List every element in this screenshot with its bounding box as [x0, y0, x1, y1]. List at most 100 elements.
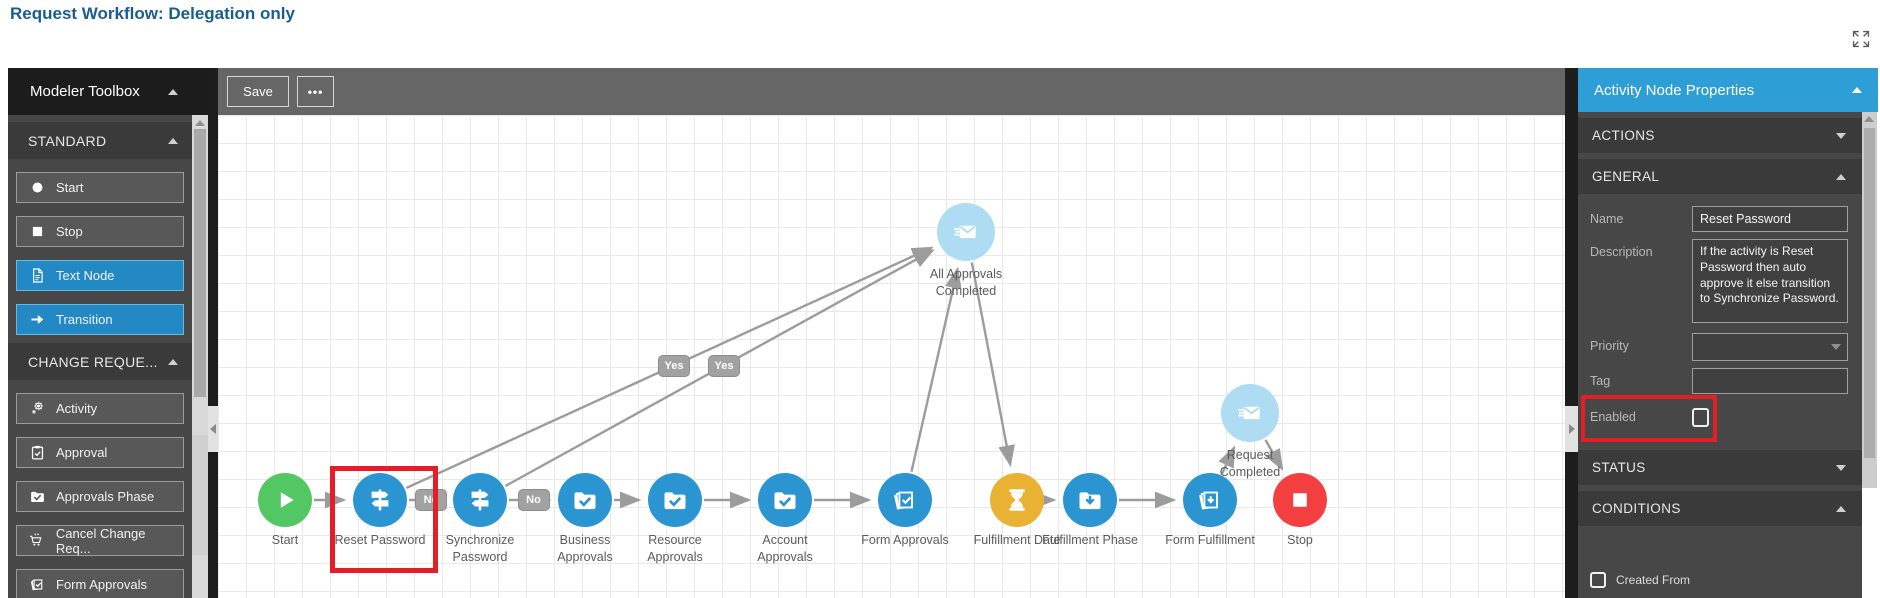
section-status[interactable]: STATUS	[1578, 450, 1862, 485]
activity-node-properties-header[interactable]: Activity Node Properties	[1578, 68, 1878, 112]
priority-label: Priority	[1590, 339, 1629, 353]
node-label-all-approvals-completed: All Approvals Completed	[929, 267, 1003, 298]
node-label-account-approvals: Account Approvals	[757, 533, 813, 564]
edge-label-badge[interactable]: No	[517, 489, 550, 511]
panel-title: Activity Node Properties	[1594, 81, 1755, 99]
expand-icon[interactable]	[1852, 30, 1870, 48]
node-fulfillment-phase[interactable]	[1063, 473, 1117, 527]
node-account-approvals[interactable]	[758, 473, 812, 527]
scroll-up-icon[interactable]	[195, 120, 205, 126]
panel-scrollbar[interactable]	[1862, 112, 1877, 488]
section-conditions-label: CONDITIONS	[1592, 501, 1681, 516]
sidebar-item-stop[interactable]: Stop	[16, 216, 184, 247]
canvas-toolbar: Save •••	[218, 68, 1565, 115]
sidebar-section-label: CHANGE REQUE...	[28, 353, 158, 370]
chevron-down-icon	[1831, 344, 1841, 350]
folder-down-icon	[1076, 486, 1104, 514]
node-fulfillment-date[interactable]	[990, 473, 1044, 527]
cart-x-icon	[27, 531, 47, 551]
sidebar-item-label: Transition	[56, 312, 113, 327]
node-request-completed[interactable]	[1221, 384, 1279, 442]
description-textarea[interactable]: If the activity is Reset Password then a…	[1692, 239, 1848, 323]
circle-icon	[27, 178, 47, 198]
sidebar-item-transition[interactable]: Transition	[16, 304, 184, 335]
chevron-up-icon	[1852, 87, 1862, 93]
node-business-approvals[interactable]	[558, 473, 612, 527]
conditions-body: Created From	[1578, 526, 1862, 588]
sidebar-scrollbar-track-end	[192, 435, 208, 555]
node-start[interactable]	[258, 473, 312, 527]
collapse-left-handle[interactable]	[208, 406, 218, 452]
save-button[interactable]: Save	[227, 76, 289, 107]
tag-label: Tag	[1590, 374, 1611, 388]
modeler-toolbox-header[interactable]: Modeler Toolbox	[8, 68, 218, 115]
sidebar-item-label: Form Approvals	[56, 577, 148, 592]
sidebar-item-activity[interactable]: Activity	[16, 393, 184, 424]
section-actions[interactable]: ACTIONS	[1578, 118, 1862, 153]
workflow-canvas[interactable]	[218, 115, 1565, 598]
node-resource-approvals[interactable]	[648, 473, 702, 527]
activity-node-properties-panel: ACTIONS GENERAL Name Description If the …	[1578, 112, 1862, 598]
signpost-icon	[366, 486, 394, 514]
stop-icon	[1286, 486, 1314, 514]
sidebar-item-label: Start	[56, 180, 84, 195]
node-label-resource-approvals: Resource Approvals	[647, 533, 703, 564]
sidebar-item-start[interactable]: Start	[16, 172, 184, 203]
panel-scrollbar-thumb[interactable]	[1864, 128, 1875, 458]
square-icon	[27, 222, 47, 242]
sidebar-item-label: Cancel Change Req...	[55, 525, 146, 556]
sidebar-item-label: Approval	[56, 445, 108, 460]
sidebar-scrollbar[interactable]	[192, 115, 208, 598]
sidebar-item-form-approvals[interactable]: Form Approvals	[16, 569, 184, 598]
scroll-up-icon[interactable]	[1864, 116, 1874, 122]
sidebar-scrollbar-thumb[interactable]	[194, 129, 206, 397]
folder-check-icon	[27, 487, 47, 507]
node-label-form-approvals: Form Approvals	[861, 533, 949, 547]
play-icon	[271, 486, 299, 514]
sidebar-item-text-node[interactable]: Text Node	[16, 260, 184, 291]
chevron-up-icon	[167, 88, 178, 95]
created-from-checkbox[interactable]	[1590, 572, 1606, 588]
chevron-down-icon	[1836, 132, 1846, 139]
chevron-up-icon	[1836, 505, 1846, 512]
node-stop[interactable]	[1273, 473, 1327, 527]
enabled-checkbox[interactable]	[1692, 407, 1709, 427]
clipboard-check-icon	[27, 443, 47, 463]
sidebar-section-change-reque-[interactable]: CHANGE REQUE...	[8, 343, 192, 380]
tag-input[interactable]	[1692, 368, 1848, 394]
mail-send-icon	[1236, 399, 1264, 427]
priority-select[interactable]	[1692, 333, 1848, 361]
section-general-label: GENERAL	[1592, 169, 1660, 184]
name-input[interactable]	[1692, 206, 1848, 232]
collapse-right-handle[interactable]	[1565, 406, 1578, 452]
node-label-reset-password: Reset Password	[334, 533, 426, 547]
node-form-approvals[interactable]	[878, 473, 932, 527]
section-status-label: STATUS	[1592, 460, 1646, 475]
section-general[interactable]: GENERAL	[1578, 159, 1862, 194]
name-label: Name	[1590, 212, 1624, 226]
signpost-icon	[466, 486, 494, 514]
node-label-stop: Stop	[1287, 533, 1313, 547]
sidebar-section-standard[interactable]: STANDARD	[8, 122, 192, 159]
chevron-up-icon	[1836, 173, 1846, 180]
node-label-business-approvals: Business Approvals	[557, 533, 613, 564]
folder-check-icon	[771, 486, 799, 514]
sidebar-item-approval[interactable]: Approval	[16, 437, 184, 468]
node-synchronize-password[interactable]	[453, 473, 507, 527]
sidebar-item-label: Text Node	[56, 268, 115, 283]
sidebar-item-cancel-change-req-[interactable]: Cancel Change Req...	[16, 525, 184, 556]
more-options-button[interactable]: •••	[297, 76, 334, 107]
node-label-start: Start	[271, 533, 299, 547]
edge-label-badge[interactable]: Yes	[708, 355, 740, 377]
document-icon	[27, 266, 47, 286]
edge-label-badge[interactable]: No	[415, 489, 447, 511]
node-form-fulfillment[interactable]	[1183, 473, 1237, 527]
right-panel-divider	[1565, 68, 1578, 598]
node-label-form-fulfillment: Form Fulfillment	[1165, 533, 1255, 547]
node-all-approvals-completed[interactable]	[937, 203, 995, 261]
sidebar-item-approvals-phase[interactable]: Approvals Phase	[16, 481, 184, 512]
section-conditions[interactable]: CONDITIONS	[1578, 491, 1862, 526]
edge-label-badge[interactable]: Yes	[658, 355, 690, 377]
node-reset-password[interactable]	[353, 473, 407, 527]
modeler-toolbox-title: Modeler Toolbox	[30, 83, 140, 100]
